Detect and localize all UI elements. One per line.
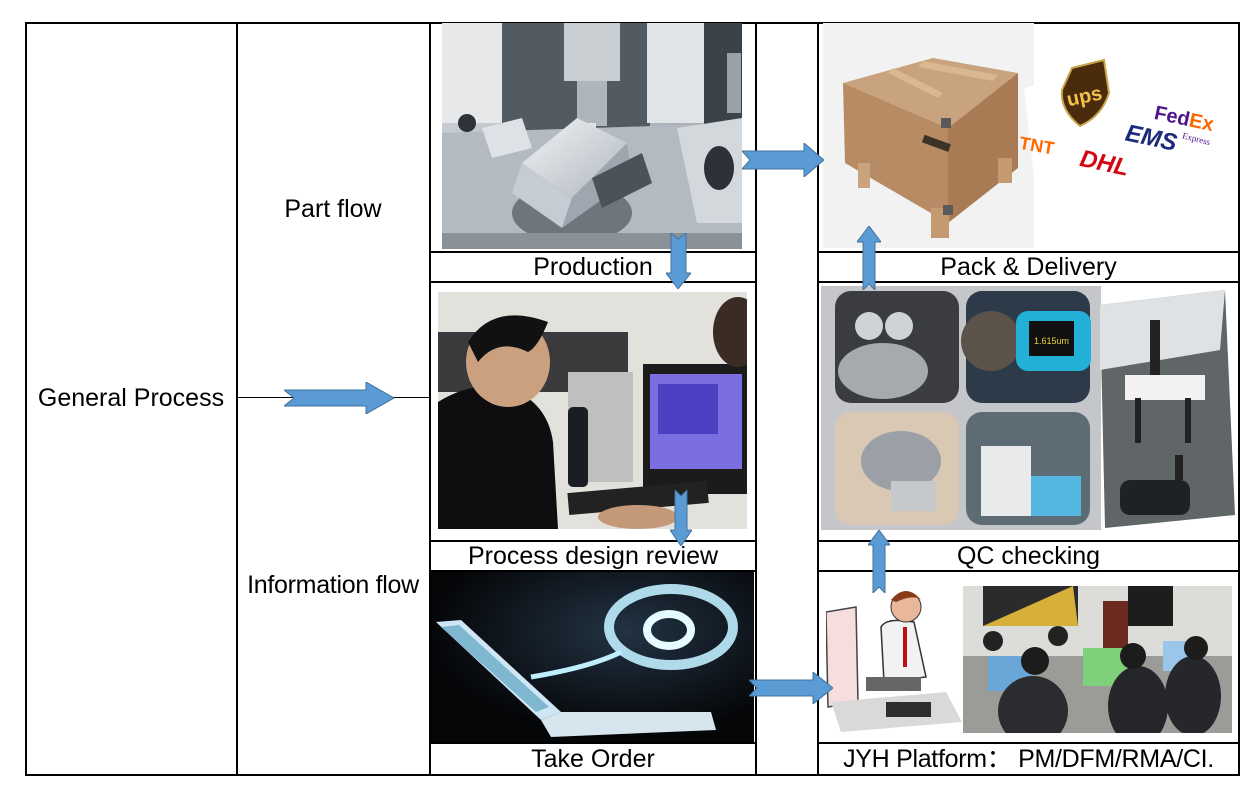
production-label: Production [533,253,653,281]
process-design-review-image [438,292,747,529]
arrow-review-to-order [670,490,692,546]
row-divider-production-top [429,251,757,253]
col-divider-1 [236,22,238,776]
general-process-label: General Process [37,384,225,412]
gauge-readout: 1.615um [1034,336,1069,346]
arrow-jyh-to-qc [868,530,890,593]
col-divider-2 [429,22,431,776]
jyh-team-image [963,586,1232,733]
arrow-general-to-flows [284,382,394,414]
qc-checking-image: 1.615um [821,286,1101,530]
courier-logos-image: ups FedEx Express EMS TNT DHL [1014,48,1232,224]
arrow-order-to-jyh [749,672,833,704]
jyh-platform-label: JYH Platform： PM/DFM/RMA/CI. [843,745,1214,773]
row-divider-review-top [429,540,757,542]
table-border-bottom [25,774,1240,776]
qc-checking-label: QC checking [956,542,1101,570]
jyh-clipart-image [826,582,962,735]
pack-crate-image [823,23,1034,248]
col-divider-3 [755,22,757,776]
arrow-production-to-pack [742,143,824,177]
row-divider-jyh-top [817,742,1240,744]
row-divider-qc-bottom [817,570,1240,572]
production-image [442,23,742,249]
arrow-production-to-review [666,233,691,289]
row-divider-production-bottom [429,281,757,283]
row-divider-pack-top [817,251,1240,253]
row-divider-review-bottom [429,570,757,572]
process-design-review-label: Process design review [467,542,719,570]
at-sign-glow [530,584,738,680]
part-flow-label: Part flow [284,195,382,223]
information-flow-label: Information flow [247,571,419,599]
pack-delivery-label: Pack & Delivery [940,253,1117,281]
row-divider-order-top [429,742,757,744]
take-order-image [431,572,754,742]
row-divider-pack-bottom [817,281,1240,283]
table-border-left [25,22,27,776]
col-divider-4 [817,22,819,776]
cmm-machine-image [1100,290,1235,528]
arrow-qc-to-pack [857,226,881,290]
monitor [643,364,747,494]
row-divider-qc-top [817,540,1240,542]
ups-logo: ups [1060,58,1111,128]
take-order-label: Take Order [531,745,655,773]
table-border-right [1238,22,1240,776]
